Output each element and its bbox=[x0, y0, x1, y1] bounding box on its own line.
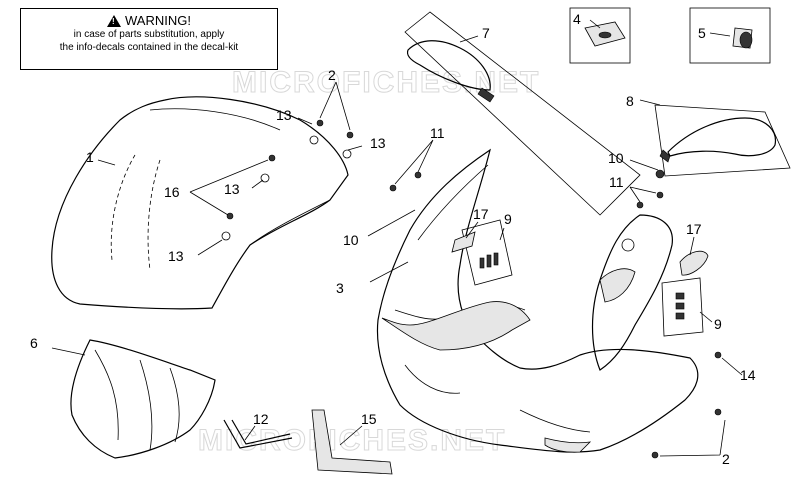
callout-17-left: 17 bbox=[473, 206, 489, 222]
callout-7: 7 bbox=[482, 25, 490, 41]
callout-11-left: 11 bbox=[430, 125, 445, 141]
warning-box: ! WARNING! in case of parts substitution… bbox=[20, 8, 278, 70]
callout-13-d: 13 bbox=[168, 248, 184, 264]
callout-12: 12 bbox=[253, 411, 269, 427]
callout-5: 5 bbox=[698, 25, 706, 41]
callout-17-right: 17 bbox=[686, 221, 702, 237]
warning-heading: ! WARNING! bbox=[21, 13, 277, 28]
part-front-fairing bbox=[376, 148, 699, 453]
callout-10-left: 10 bbox=[343, 232, 359, 248]
callout-1: 1 bbox=[86, 149, 94, 165]
part-side-panel bbox=[591, 214, 673, 371]
part-plate-17-right bbox=[679, 250, 709, 276]
callout-9-left: 9 bbox=[504, 211, 512, 227]
part-windshield bbox=[51, 96, 349, 310]
part-nut-5 bbox=[689, 7, 771, 64]
part-mirror-left-box bbox=[404, 11, 641, 216]
part-rubber-strip-12-inner bbox=[231, 419, 291, 445]
watermark-top: MICROFICHES.NET bbox=[232, 66, 540, 99]
callout-6: 6 bbox=[30, 335, 38, 351]
callout-14: 14 bbox=[740, 367, 756, 383]
leader-lines bbox=[51, 19, 743, 457]
callout-2-bottom: 2 bbox=[722, 451, 730, 467]
callout-11-right: 11 bbox=[609, 174, 624, 190]
callout-15: 15 bbox=[361, 411, 377, 427]
part-decal-kit-right bbox=[661, 277, 704, 337]
warning-line-2: the info-decals contained in the decal-k… bbox=[59, 42, 239, 53]
callout-13-c: 13 bbox=[224, 181, 240, 197]
callout-4: 4 bbox=[573, 11, 581, 27]
screws bbox=[221, 119, 722, 459]
part-clip-4 bbox=[569, 7, 631, 64]
part-lower-panel bbox=[70, 339, 216, 459]
callout-8: 8 bbox=[626, 93, 634, 109]
warning-line-1: in case of parts substitution, apply bbox=[73, 29, 225, 40]
callout-3: 3 bbox=[336, 280, 344, 296]
part-mirror-right-box bbox=[654, 104, 791, 177]
warning-triangle-icon: ! bbox=[107, 14, 122, 27]
callout-10-right: 10 bbox=[608, 150, 624, 166]
callout-16: 16 bbox=[164, 184, 180, 200]
callout-13-a: 13 bbox=[276, 107, 292, 123]
watermark-bottom: MICROFICHES.NET bbox=[198, 424, 506, 457]
callout-9-right: 9 bbox=[714, 316, 722, 332]
warning-title: WARNING! bbox=[125, 13, 191, 28]
part-decal-kit-left bbox=[461, 219, 513, 286]
callout-13-b: 13 bbox=[370, 135, 386, 151]
callout-2-top: 2 bbox=[328, 67, 336, 83]
part-trim-strip-15 bbox=[311, 409, 393, 475]
part-rubber-strip-12 bbox=[223, 419, 293, 449]
